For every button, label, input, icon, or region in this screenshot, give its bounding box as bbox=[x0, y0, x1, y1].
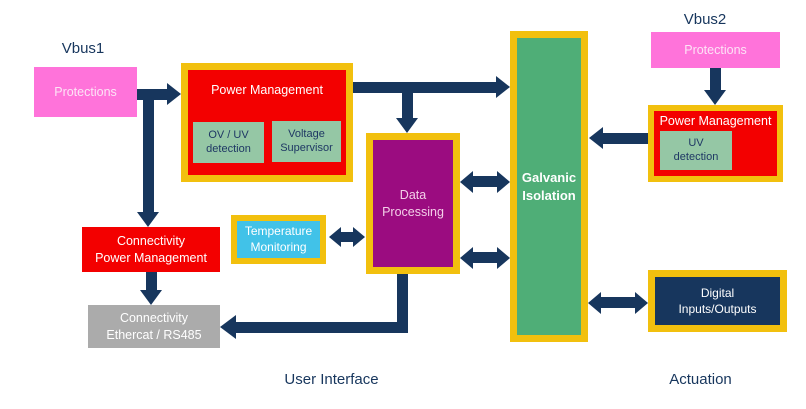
data-processing-body: Data Processing bbox=[373, 140, 453, 267]
uv-detection-box: UV detection bbox=[660, 131, 732, 170]
arrow-galvanic-digital-io-head-right bbox=[635, 292, 648, 314]
temperature-monitoring-box: Temperature Monitoring bbox=[231, 215, 326, 264]
actuation-label: Actuation bbox=[669, 371, 732, 388]
galvanic-isolation-box: Galvanic Isolation bbox=[510, 31, 588, 342]
arrow-power-mgmt-to-data-processing bbox=[402, 93, 413, 118]
arrow-galvanic-digital-io bbox=[600, 297, 636, 308]
temperature-monitoring-body: Temperature Monitoring bbox=[237, 221, 320, 258]
power-management-left-box: Power Management OV / UV detection Volta… bbox=[181, 63, 353, 182]
connectivity-ethercat-box: Connectivity Ethercat / RS485 bbox=[88, 305, 220, 348]
arrow-data-processing-galvanic-upper-head-right bbox=[497, 171, 510, 193]
arrow-connectivity-pm-to-ethercat-head bbox=[140, 290, 162, 305]
arrow-vbus1-to-connectivity-pm-head bbox=[137, 212, 159, 227]
power-management-left-title: Power Management bbox=[211, 83, 323, 97]
user-interface-label: User Interface bbox=[284, 371, 379, 388]
arrow-data-processing-galvanic-lower bbox=[471, 252, 499, 263]
arrow-protections-to-power-mgmt-head bbox=[167, 83, 181, 105]
power-management-left-body: Power Management OV / UV detection Volta… bbox=[188, 70, 346, 175]
arrow-power-mgmt-to-data-processing-head bbox=[396, 118, 418, 133]
digital-io-box: Digital Inputs/Outputs bbox=[648, 270, 787, 332]
vbus2-label: Vbus2 bbox=[683, 11, 727, 28]
arrow-temp-monitoring-data-processing-head-left bbox=[329, 227, 341, 247]
arrow-data-processing-to-ethercat-horizontal bbox=[236, 322, 408, 333]
power-management-right-box: Power Management UV detection bbox=[648, 105, 783, 182]
arrow-temp-monitoring-data-processing bbox=[340, 232, 354, 242]
arrow-data-processing-galvanic-lower-head-right bbox=[497, 247, 510, 269]
arrow-power-mgmt-right-to-galvanic bbox=[602, 133, 648, 144]
power-management-right-body: Power Management UV detection bbox=[654, 111, 777, 176]
digital-io-body: Digital Inputs/Outputs bbox=[655, 277, 780, 325]
arrow-data-processing-galvanic-upper bbox=[471, 176, 499, 187]
arrow-temp-monitoring-data-processing-head-right bbox=[353, 227, 365, 247]
arrow-power-mgmt-to-galvanic bbox=[353, 82, 496, 93]
arrow-vbus1-to-connectivity-pm bbox=[143, 89, 154, 212]
connectivity-power-management-box: Connectivity Power Management bbox=[82, 227, 220, 272]
vbus1-label: Vbus1 bbox=[61, 40, 105, 57]
arrow-connectivity-pm-to-ethercat bbox=[146, 272, 157, 291]
arrow-galvanic-digital-io-head-left bbox=[588, 292, 601, 314]
arrow-power-mgmt-to-galvanic-head bbox=[496, 76, 510, 98]
arrow-protections-right-to-power-mgmt-head bbox=[704, 90, 726, 105]
arrow-data-processing-to-ethercat-vertical bbox=[397, 274, 408, 333]
arrow-data-processing-to-ethercat-head bbox=[220, 315, 236, 339]
ov-uv-detection-box: OV / UV detection bbox=[193, 122, 264, 163]
galvanic-isolation-body: Galvanic Isolation bbox=[517, 38, 581, 335]
protections-right-box: Protections bbox=[651, 32, 780, 68]
data-processing-box: Data Processing bbox=[366, 133, 460, 274]
protections-left-box: Protections bbox=[34, 67, 137, 117]
voltage-supervisor-box: Voltage Supervisor bbox=[272, 121, 341, 162]
arrow-data-processing-galvanic-lower-head-left bbox=[460, 247, 473, 269]
power-management-right-title: Power Management bbox=[659, 114, 772, 128]
arrow-power-mgmt-right-to-galvanic-head bbox=[589, 127, 603, 149]
arrow-data-processing-galvanic-upper-head-left bbox=[460, 171, 473, 193]
arrow-protections-right-to-power-mgmt bbox=[710, 68, 721, 91]
